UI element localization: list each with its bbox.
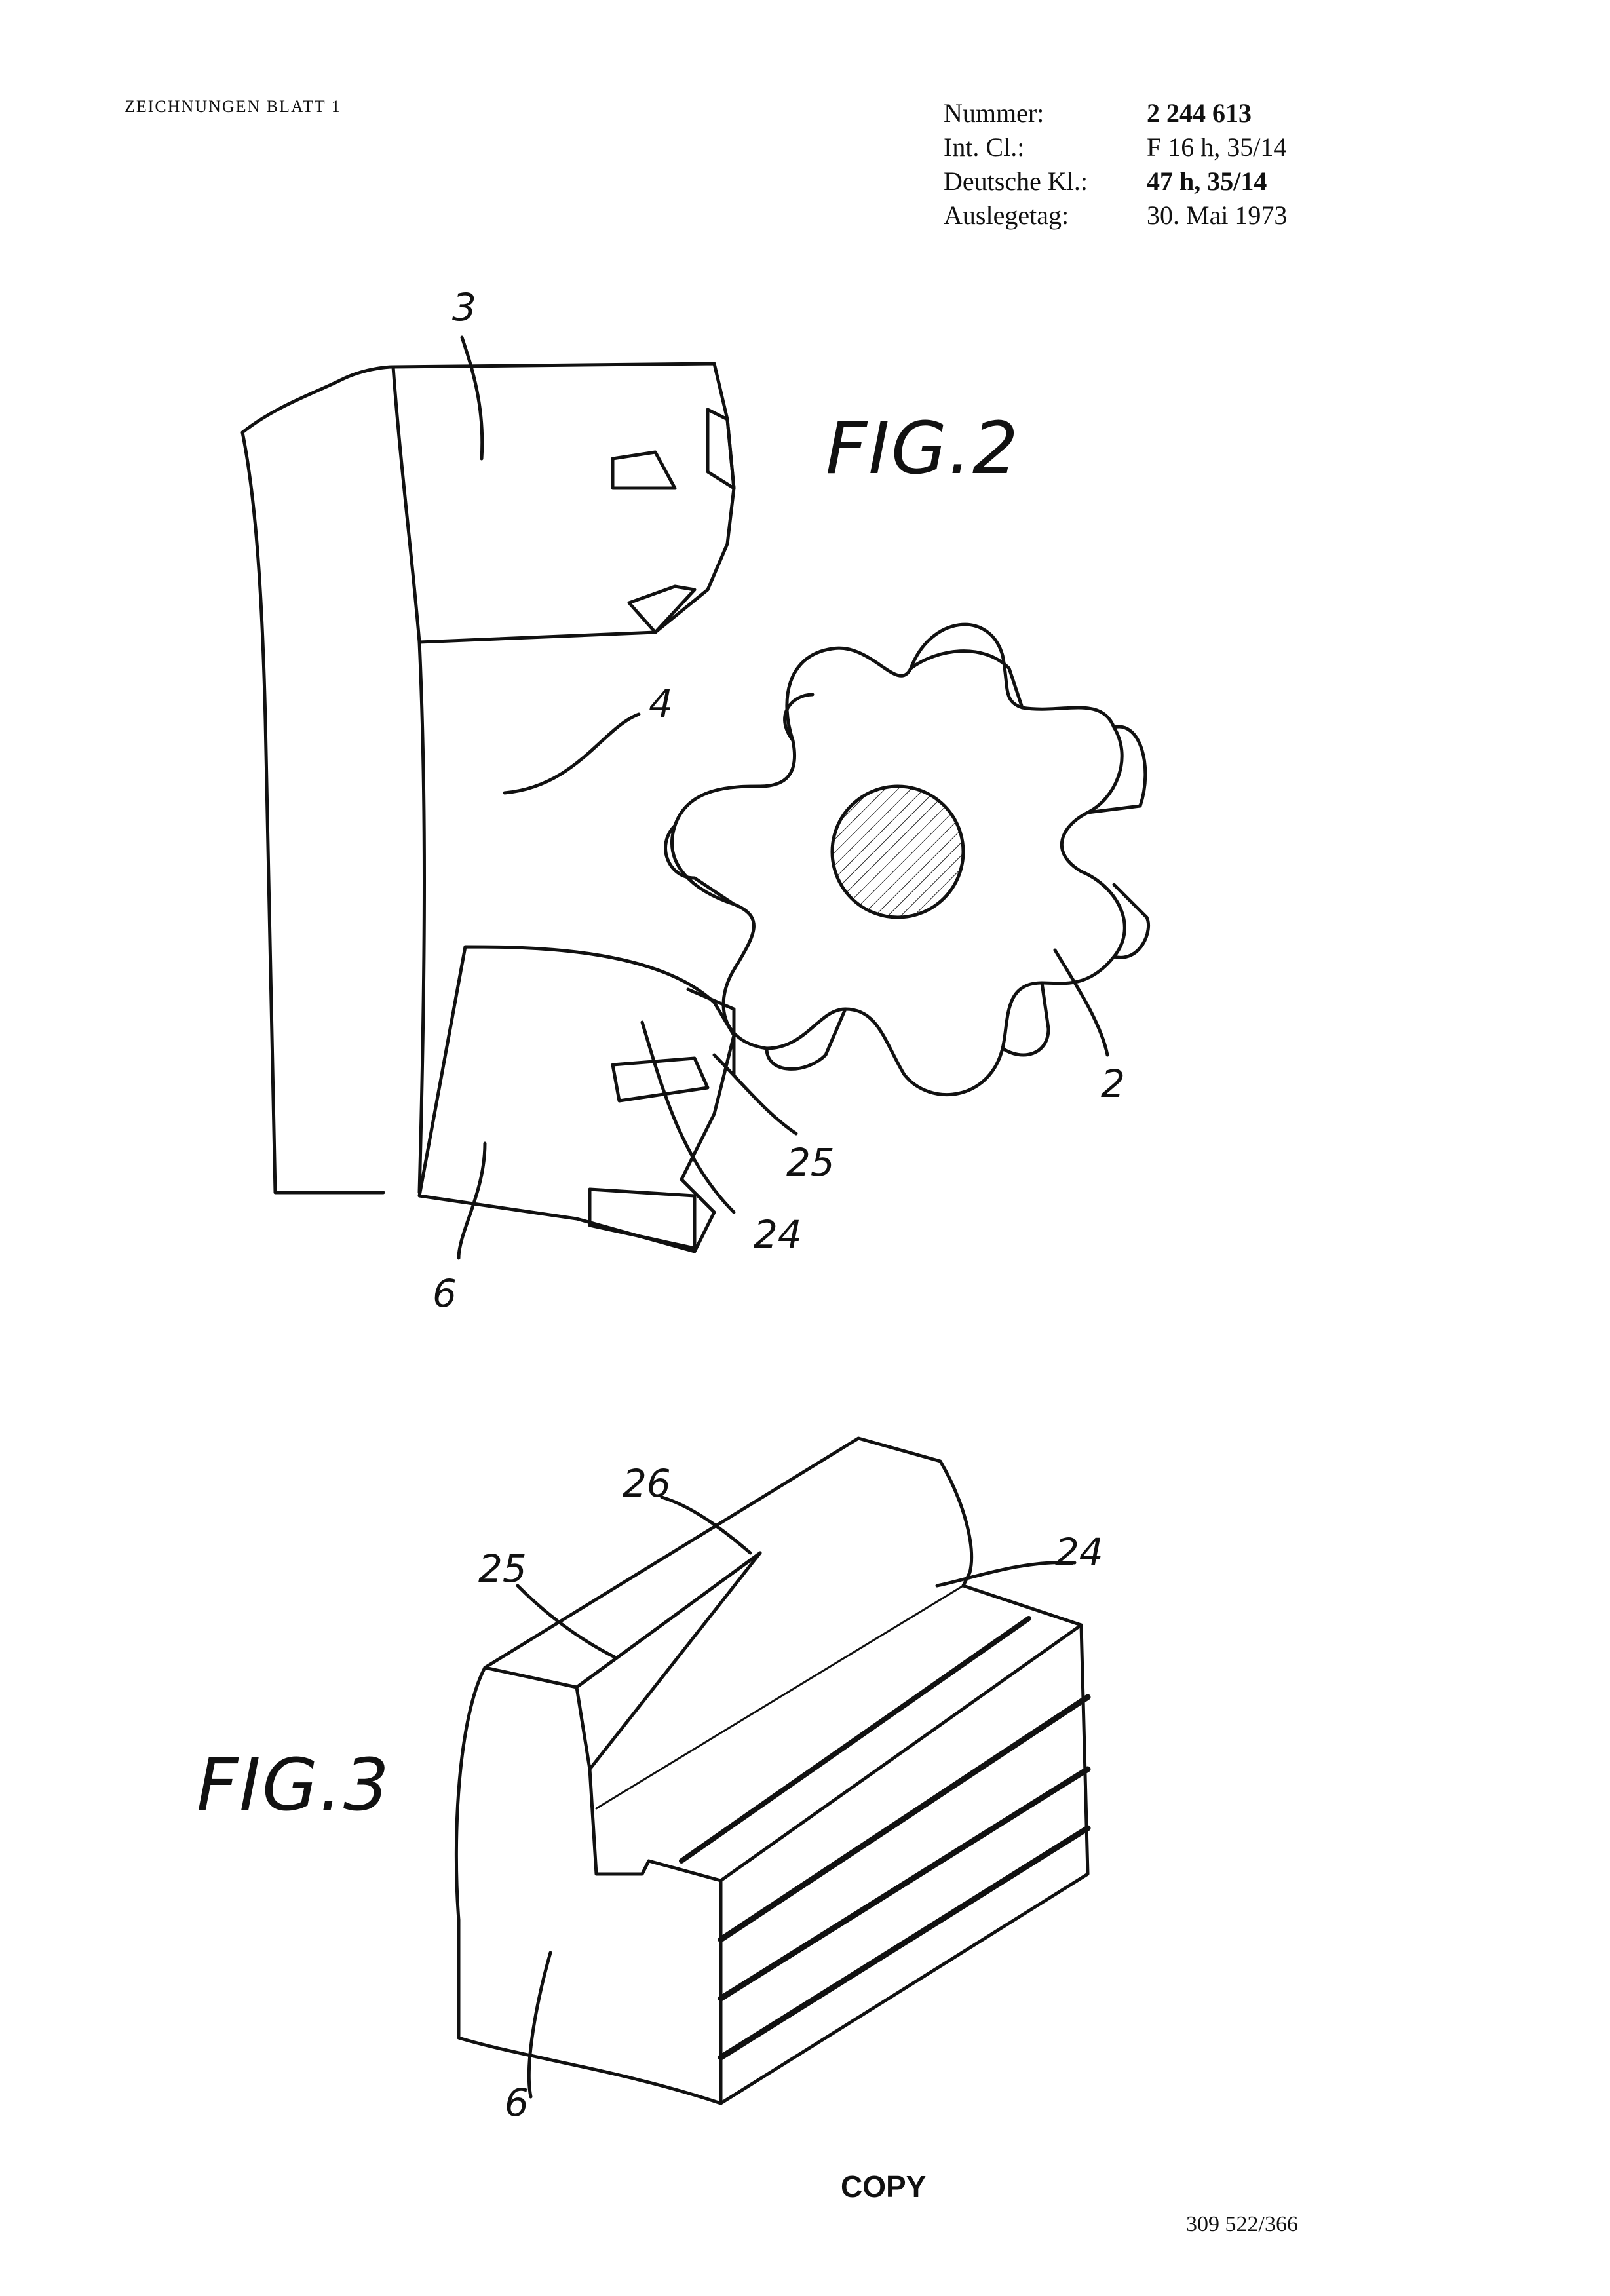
fig2-leader-3 — [460, 335, 484, 461]
fig2-label: FIG.2 — [826, 406, 1020, 490]
field-value-auslegetag: 30. Mai 1973 — [1147, 201, 1288, 230]
fig3-ref-26: 26 — [623, 1461, 671, 1506]
fig2-leader-25 — [712, 1053, 798, 1136]
fig2-ref-2: 2 — [1101, 1062, 1125, 1106]
fig2-ref-24: 24 — [754, 1212, 802, 1257]
fig2-leader-4 — [503, 712, 641, 795]
field-label-deutsche-kl: Deutsche Kl.: — [944, 166, 1088, 196]
fig3-leader-24 — [935, 1560, 1077, 1588]
fig3-leader-25 — [516, 1584, 618, 1660]
fig3-ref-6: 6 — [505, 2080, 529, 2125]
field-label-auslegetag: Auslegetag: — [944, 201, 1069, 230]
document-code: 309 522/366 — [1186, 2212, 1298, 2236]
field-value-number: 2 244 613 — [1147, 98, 1252, 128]
field-label-number: Nummer: — [944, 98, 1045, 128]
fig2-leader-2 — [1053, 948, 1109, 1057]
fig3-label: FIG.3 — [197, 1743, 391, 1827]
fig3-ref-25: 25 — [478, 1546, 527, 1591]
field-label-int-cl: Int. Cl.: — [944, 132, 1025, 162]
fig2-rack — [240, 362, 736, 1253]
field-value-deutsche-kl: 47 h, 35/14 — [1147, 166, 1267, 196]
field-value-int-cl: F 16 h, 35/14 — [1147, 132, 1287, 162]
fig3-leader-26 — [660, 1495, 752, 1555]
fig2-ref-4: 4 — [649, 681, 673, 726]
fig2-ref-6: 6 — [432, 1271, 457, 1316]
bibliographic-data: Nummer: 2 244 613 Int. Cl.: F 16 h, 35/1… — [944, 98, 1343, 231]
fig2-ref-25: 25 — [786, 1140, 835, 1185]
fig3-block — [454, 1436, 1091, 2105]
fig3-leader-6 — [527, 1951, 552, 2099]
copy-mark: COPY — [841, 2170, 927, 2204]
sheet-label: ZEICHNUNGEN BLATT 1 — [125, 97, 341, 116]
fig2-leader-24 — [640, 1020, 736, 1214]
fig2-leader-6 — [457, 1141, 487, 1260]
fig3-ref-24: 24 — [1055, 1530, 1103, 1575]
fig2-pinion — [664, 622, 1151, 1096]
fig2-ref-3: 3 — [452, 285, 476, 330]
